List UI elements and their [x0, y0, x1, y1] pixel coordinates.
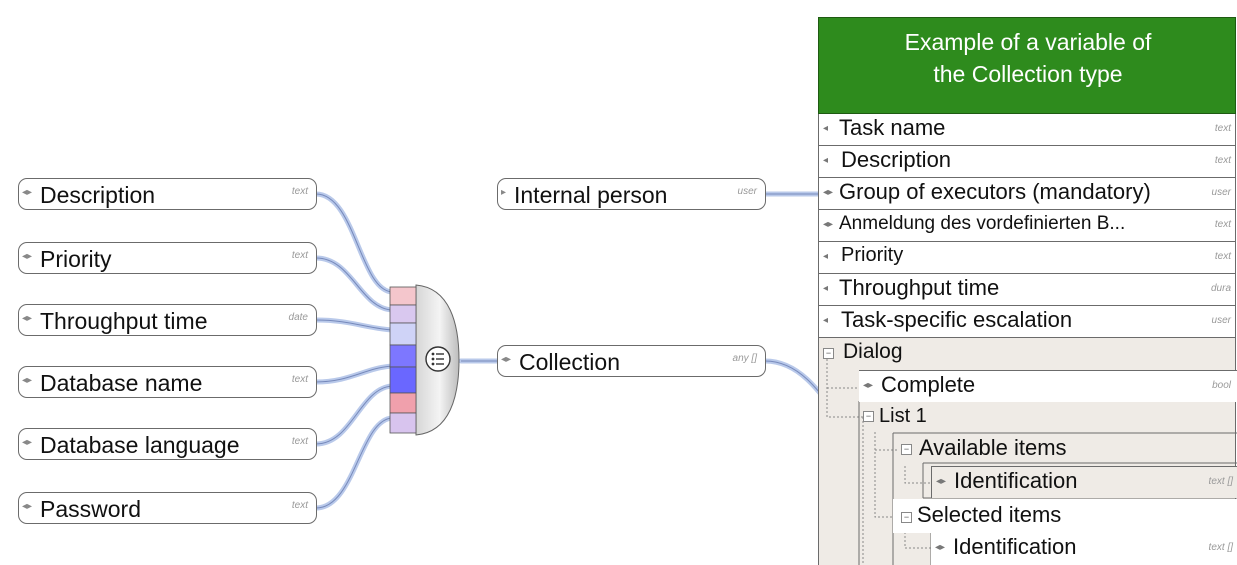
mapping-slot — [389, 344, 417, 368]
port-arrow-icon: ◂ — [823, 123, 829, 134]
row-type: text — [1214, 251, 1231, 262]
row-label: Identification — [954, 468, 1078, 493]
panel-title-line1: Example of a variable of — [904, 29, 1152, 55]
port-arrow-icon: ◂▸ — [22, 437, 33, 448]
tree-label-list1: List 1 — [879, 405, 927, 427]
mapping-slot — [389, 392, 417, 414]
port-arrow-icon: ◂▸ — [823, 219, 834, 230]
tree-label-dialog: Dialog — [843, 340, 903, 363]
row-type: text [] — [1208, 542, 1233, 553]
row-label: Throughput time — [839, 275, 1000, 300]
mapping-slot — [389, 322, 417, 346]
node-internal-person[interactable]: ▸ Internal person user — [497, 178, 766, 210]
row-type: bool — [1212, 380, 1231, 391]
node-type: any [] — [732, 353, 757, 364]
node-label: Password — [40, 496, 141, 522]
row-type: text — [1214, 155, 1231, 166]
panel-header: Example of a variable of the Collection … — [818, 17, 1236, 114]
port-arrow-icon: ◂▸ — [936, 476, 947, 487]
tree-row-complete[interactable]: ◂▸ Complete bool — [859, 370, 1237, 402]
task-variable-panel: Example of a variable of the Collection … — [818, 17, 1237, 565]
port-arrow-icon: ◂▸ — [935, 542, 946, 553]
panel-title-line2: the Collection type — [933, 61, 1123, 87]
row-label: Complete — [881, 372, 976, 397]
panel-row-task-specific-escalation[interactable]: ◂ Task-specific escalation user — [818, 306, 1236, 338]
row-label: Description — [841, 147, 952, 172]
panel-row-task-name[interactable]: ◂ Task name text — [818, 114, 1236, 146]
port-arrow-icon: ◂▸ — [22, 313, 33, 324]
node-collection[interactable]: ◂▸ Collection any [] — [497, 345, 766, 377]
input-node-password[interactable]: ◂▸ Password text — [18, 492, 317, 524]
row-label: Task-specific escalation — [841, 307, 1073, 332]
panel-title: Example of a variable of the Collection … — [819, 26, 1237, 90]
node-label: Database name — [40, 370, 203, 396]
node-label: Internal person — [514, 182, 668, 208]
mapping-slot — [389, 366, 417, 394]
input-node-database-name[interactable]: ◂▸ Database name text — [18, 366, 317, 398]
row-type: user — [1211, 187, 1231, 198]
panel-row-group-of-executors[interactable]: ◂▸ Group of executors (mandatory) user — [818, 178, 1236, 210]
tree-area: − Dialog ◂▸ Complete bool − List 1 − Ava… — [818, 338, 1237, 565]
row-label: Anmeldung des vordefinierten B... — [839, 213, 1126, 234]
tree-label-available-items: Available items — [919, 435, 1067, 460]
input-node-database-language[interactable]: ◂▸ Database language text — [18, 428, 317, 460]
node-label: Description — [40, 182, 156, 208]
mapping-list-icon — [425, 346, 451, 372]
row-type: user — [1211, 315, 1231, 326]
port-arrow-icon: ◂▸ — [823, 187, 834, 198]
port-arrow-icon: ▸ — [501, 187, 507, 198]
tree-toggle-icon[interactable]: − — [863, 411, 874, 422]
port-arrow-icon: ◂▸ — [22, 375, 33, 386]
port-arrow-icon: ◂▸ — [22, 187, 33, 198]
row-label: Selected items — [917, 502, 1062, 527]
panel-row-throughput-time[interactable]: ◂ Throughput time dura — [818, 274, 1236, 306]
tree-toggle-icon[interactable]: − — [901, 512, 912, 523]
node-type: text — [291, 250, 308, 261]
port-arrow-icon: ◂▸ — [501, 354, 512, 365]
tree-row-selected-items[interactable]: − Selected items — [893, 499, 1237, 533]
mapping-slot — [389, 286, 417, 306]
port-arrow-icon: ◂ — [823, 283, 829, 294]
node-label: Priority — [40, 246, 112, 272]
node-type: text — [291, 186, 308, 197]
panel-row-priority[interactable]: ◂ Priority text — [818, 242, 1236, 274]
tree-toggle-icon[interactable]: − — [823, 348, 834, 359]
port-arrow-icon: ◂▸ — [22, 501, 33, 512]
row-type: text — [1214, 219, 1231, 230]
node-type: date — [288, 312, 308, 323]
row-type: text — [1214, 123, 1231, 134]
node-label: Database language — [40, 432, 240, 458]
tree-toggle-icon[interactable]: − — [901, 444, 912, 455]
node-label: Throughput time — [40, 308, 208, 334]
port-arrow-icon: ◂▸ — [22, 251, 33, 262]
input-node-priority[interactable]: ◂▸ Priority text — [18, 242, 317, 274]
row-type: dura — [1210, 283, 1231, 294]
panel-row-anmeldung[interactable]: ◂▸ Anmeldung des vordefinierten B... tex… — [818, 210, 1236, 242]
node-type: text — [291, 374, 308, 385]
mapping-slot — [389, 412, 417, 434]
node-type: text — [291, 500, 308, 511]
input-node-description[interactable]: ◂▸ Description text — [18, 178, 317, 210]
collection-mapping-operator[interactable] — [388, 284, 460, 436]
row-label: Priority — [841, 244, 904, 266]
tree-row-identification-selected[interactable]: ◂▸ Identification text [] — [931, 533, 1237, 565]
tree-row-identification-available[interactable]: ◂▸ Identification text [] — [931, 466, 1237, 498]
mapping-slot — [389, 304, 417, 324]
node-label: Collection — [519, 349, 620, 375]
port-arrow-icon: ◂▸ — [863, 380, 874, 391]
input-node-throughput-time[interactable]: ◂▸ Throughput time date — [18, 304, 317, 336]
node-type: user — [737, 186, 757, 197]
port-arrow-icon: ◂ — [823, 251, 829, 262]
node-type: text — [291, 436, 308, 447]
panel-row-description[interactable]: ◂ Description text — [818, 146, 1236, 178]
row-label: Identification — [953, 534, 1077, 559]
row-label: Group of executors (mandatory) — [839, 179, 1151, 204]
row-type: text [] — [1208, 476, 1233, 487]
port-arrow-icon: ◂ — [823, 155, 829, 166]
port-arrow-icon: ◂ — [823, 315, 829, 326]
row-label: Task name — [839, 115, 946, 140]
